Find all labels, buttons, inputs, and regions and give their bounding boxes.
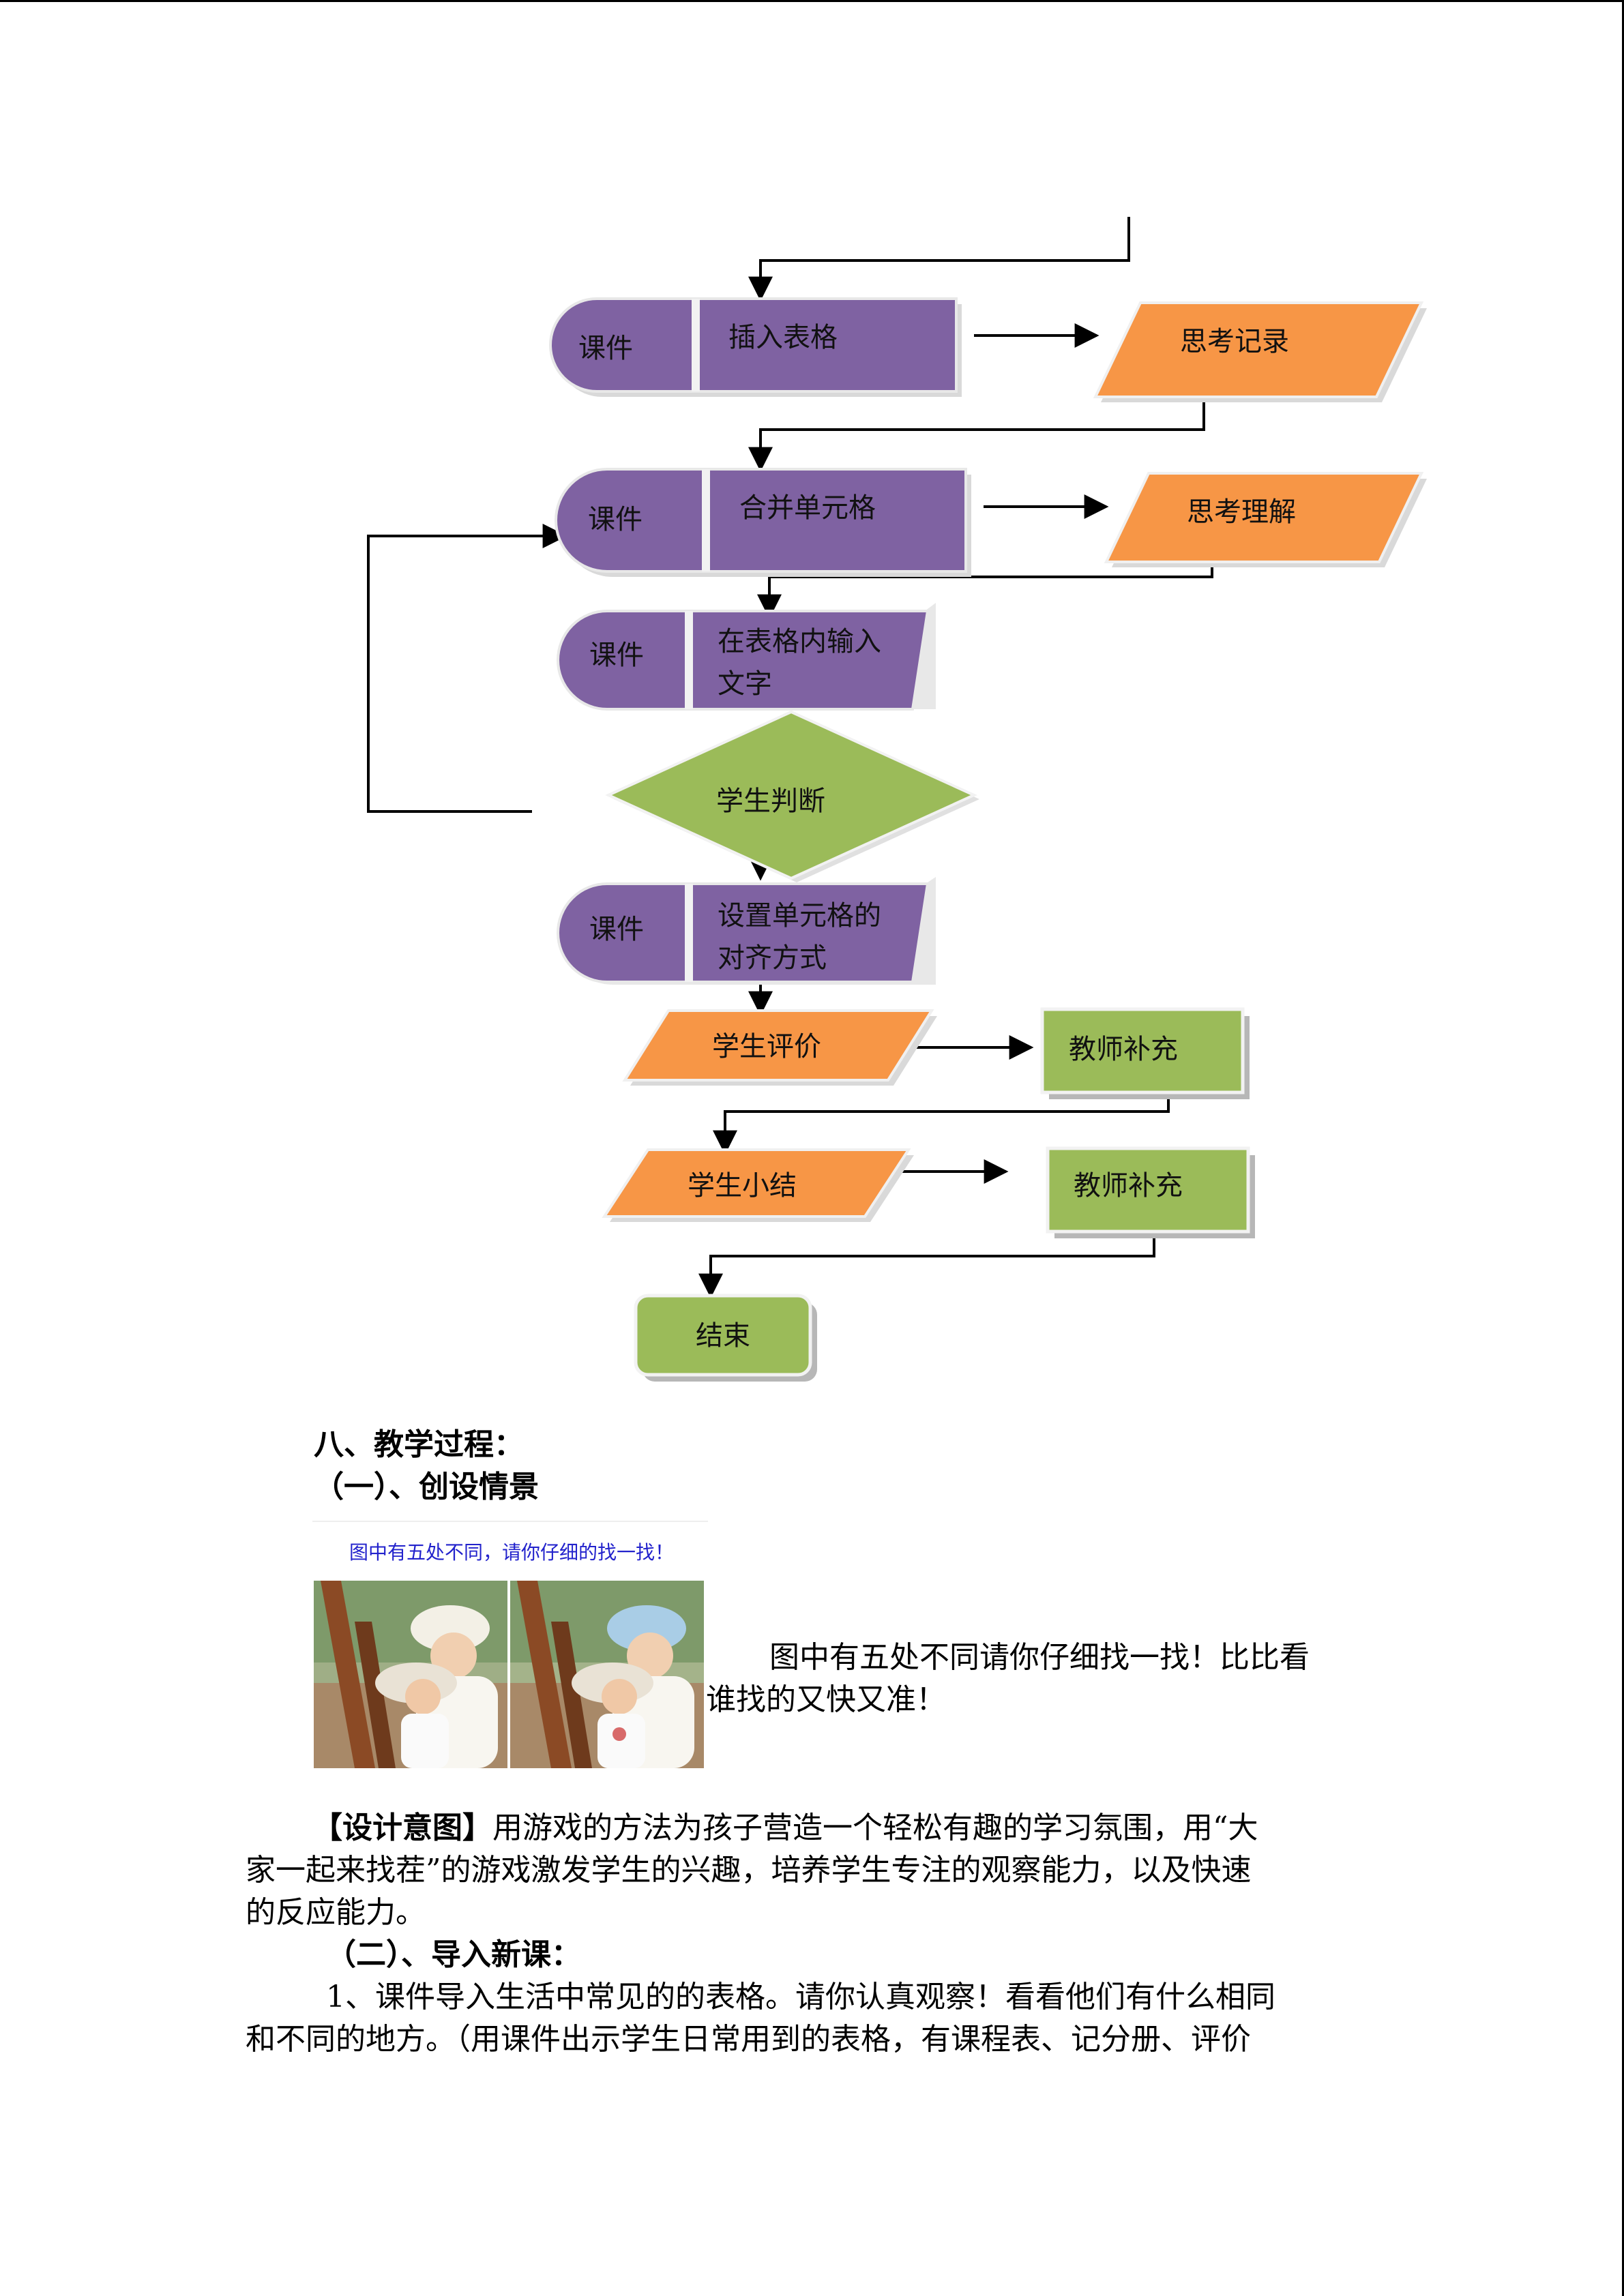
think1-text: 思考记录	[1180, 326, 1289, 357]
teacher1-text: 教师补充	[1069, 1034, 1178, 1065]
eval-text: 学生评价	[712, 1031, 821, 1062]
connector-top	[748, 217, 1130, 301]
photo-caption: 图中有五处不同，请你仔细的找一找！	[349, 1541, 674, 1564]
n3-tag: 课件	[589, 640, 644, 671]
teacher2-text: 教师补充	[1074, 1170, 1183, 1202]
flow-node-align-cells: 课件 设置单元格的 对齐方式	[557, 877, 936, 985]
subsection-1-heading: （一）、创设情景	[314, 1470, 539, 1504]
page-border-top	[0, 0, 1624, 2]
flow-node-student-eval: 学生评价	[622, 1009, 937, 1086]
connector-loop	[367, 524, 567, 813]
page-border-right	[1622, 0, 1624, 2296]
photo-side-text-line1: 图中有五处不同请你仔细找一找！比比看	[769, 1640, 1310, 1675]
design-intent-line1: 【设计意图】用游戏的方法为孩子营造一个轻松有趣的学习氛围，用“大	[312, 1807, 1258, 1849]
flowchart: 课件 插入表格 思考记录 课件 合并单元格 思考理解 课件 在表格内输入 文字 …	[367, 217, 1427, 1382]
design-intent-line2: 家一起来找茬”的游戏激发学生的兴趣，培养学生专注的观察能力，以及快速	[246, 1853, 1252, 1888]
n3-line1: 在表格内输入	[718, 626, 881, 657]
n2-tag: 课件	[588, 504, 643, 535]
decision-text: 学生判断	[716, 786, 825, 817]
flow-node-student-summary: 学生小结	[602, 1148, 914, 1222]
flow-node-think-understand: 思考理解	[1104, 472, 1427, 567]
section-8-heading: 八、教学过程：	[314, 1427, 524, 1462]
flow-node-teacher-supplement-2: 教师补充	[1046, 1146, 1255, 1238]
intro-paragraph-line2: 和不同的地方。（用课件出示学生日常用到的表格，有课程表、记分册、评价	[246, 2022, 1251, 2057]
flow-node-end: 结束	[634, 1294, 817, 1382]
flow-node-insert-table: 课件 插入表格	[549, 297, 962, 397]
design-intent-line3: 的反应能力。	[246, 1895, 426, 1930]
connector-think1-n2	[748, 387, 1205, 472]
photo-top-rule	[312, 1521, 708, 1522]
intro-paragraph-line1: 1、课件导入生活中常见的的表格。请你认真观察！看看他们有什么相同	[326, 1980, 1275, 2014]
photo-side-text-line2: 谁找的又快又准！	[706, 1682, 946, 1717]
n1-text: 插入表格	[728, 322, 838, 353]
spot-difference-photo-left	[314, 1581, 507, 1768]
flow-node-input-text: 课件 在表格内输入 文字	[557, 603, 936, 711]
design-intent-label: 【设计意图】	[312, 1810, 492, 1845]
n2-text: 合并单元格	[739, 492, 876, 524]
end-text: 结束	[696, 1320, 750, 1352]
n4-tag: 课件	[589, 914, 644, 945]
summary-text: 学生小结	[688, 1170, 797, 1202]
flow-node-decision: 学生判断	[605, 710, 979, 882]
subsection-2-heading: （二）、导入新课：	[326, 1937, 581, 1972]
flow-node-teacher-supplement-1: 教师补充	[1040, 1007, 1250, 1099]
spot-difference-photo-right	[510, 1581, 704, 1768]
n1-tag: 课件	[578, 333, 633, 364]
think2-text: 思考理解	[1187, 496, 1296, 528]
design-intent-text-1: 用游戏的方法为孩子营造一个轻松有趣的学习氛围，用“大	[492, 1810, 1258, 1845]
n4-line2: 对齐方式	[718, 942, 827, 974]
flow-node-think-record: 思考记录	[1093, 301, 1427, 402]
flow-node-merge-cells: 课件 合并单元格	[555, 468, 971, 577]
n3-line2: 文字	[718, 668, 772, 700]
n4-line1: 设置单元格的	[718, 900, 881, 931]
